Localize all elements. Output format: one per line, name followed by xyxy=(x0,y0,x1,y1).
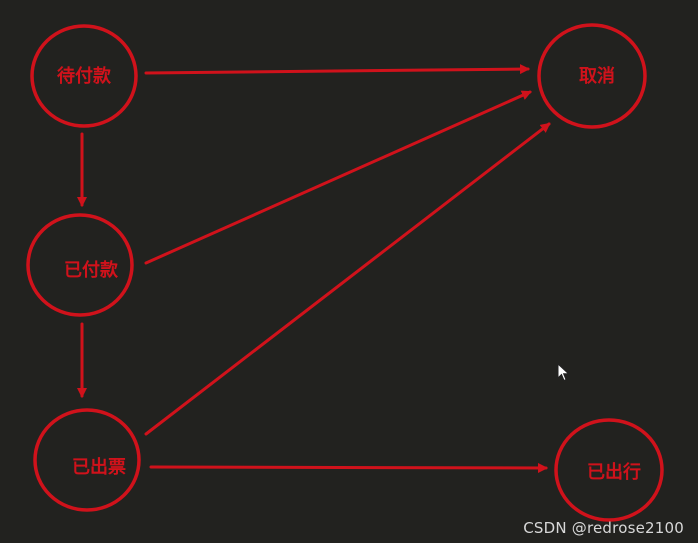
edge-paid-to-cancelled xyxy=(144,90,532,265)
watermark: CSDN @redrose2100 xyxy=(523,519,684,537)
edge-ticketed-to-cancelled xyxy=(144,122,551,436)
node-pending-payment: 待付款 xyxy=(30,24,138,128)
node-circle-pending-payment xyxy=(30,24,138,128)
node-label-departed: 已出行 xyxy=(587,461,641,483)
node-paid: 已付款 xyxy=(26,213,134,317)
node-ticketed: 已出票 xyxy=(33,408,141,512)
node-circle-departed xyxy=(554,418,664,522)
node-label-cancelled: 取消 xyxy=(579,65,615,87)
node-departed: 已出行 xyxy=(554,418,664,522)
node-label-pending-payment: 待付款 xyxy=(57,65,112,87)
node-label-ticketed: 已出票 xyxy=(72,456,126,478)
node-circle-paid xyxy=(26,213,134,317)
node-label-paid: 已付款 xyxy=(64,259,119,281)
mouse-pointer-icon xyxy=(557,363,570,382)
edge-ticketed-to-departed xyxy=(149,462,548,473)
node-cancelled: 取消 xyxy=(537,23,647,129)
node-circle-cancelled xyxy=(537,23,647,129)
edge-pending-payment-to-cancelled xyxy=(144,64,530,75)
node-circle-ticketed xyxy=(33,408,141,512)
